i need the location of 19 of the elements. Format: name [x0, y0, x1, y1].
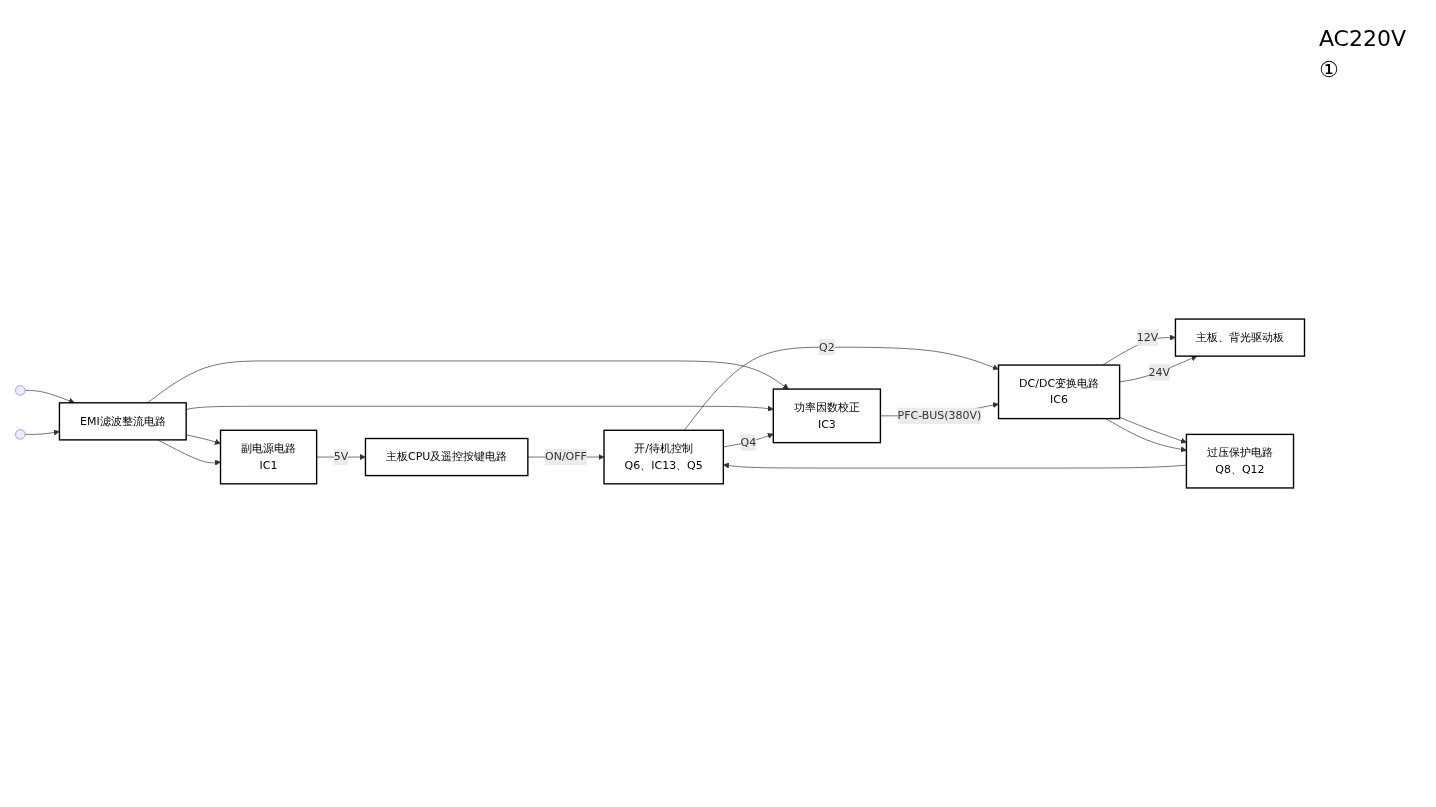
node-box: 主板CPU及遥控按键电路 — [364, 437, 529, 477]
edge-label: PFC-BUS(380V) — [897, 408, 982, 423]
node-box: EMI滤波整流电路 — [58, 402, 187, 441]
edge-label: ON/OFF — [545, 450, 587, 464]
node-box: 功率因数校正 IC3 — [772, 388, 882, 444]
node-circle — [15, 429, 26, 440]
edge-label: 5V — [333, 450, 349, 464]
edge-label: 12V — [1136, 330, 1159, 344]
edge-label: 24V — [1148, 365, 1170, 379]
node-box: 开/待机控制 Q6、IC13、Q5 — [603, 429, 725, 485]
node-box: DC/DC变换电路 IC6 — [997, 364, 1121, 420]
diagram-label: AC220V — [1318, 26, 1406, 51]
diagram-label: ① — [1318, 57, 1340, 82]
node-circle — [15, 385, 26, 396]
node-box: 副电源电路 IC1 — [219, 429, 318, 485]
edge-label: Q4 — [740, 435, 757, 449]
node-box: 过压保护电路 Q8、Q12 — [1185, 433, 1295, 489]
node-box: 主板、背光驱动板 — [1174, 318, 1306, 357]
edge-label: Q2 — [819, 340, 835, 354]
